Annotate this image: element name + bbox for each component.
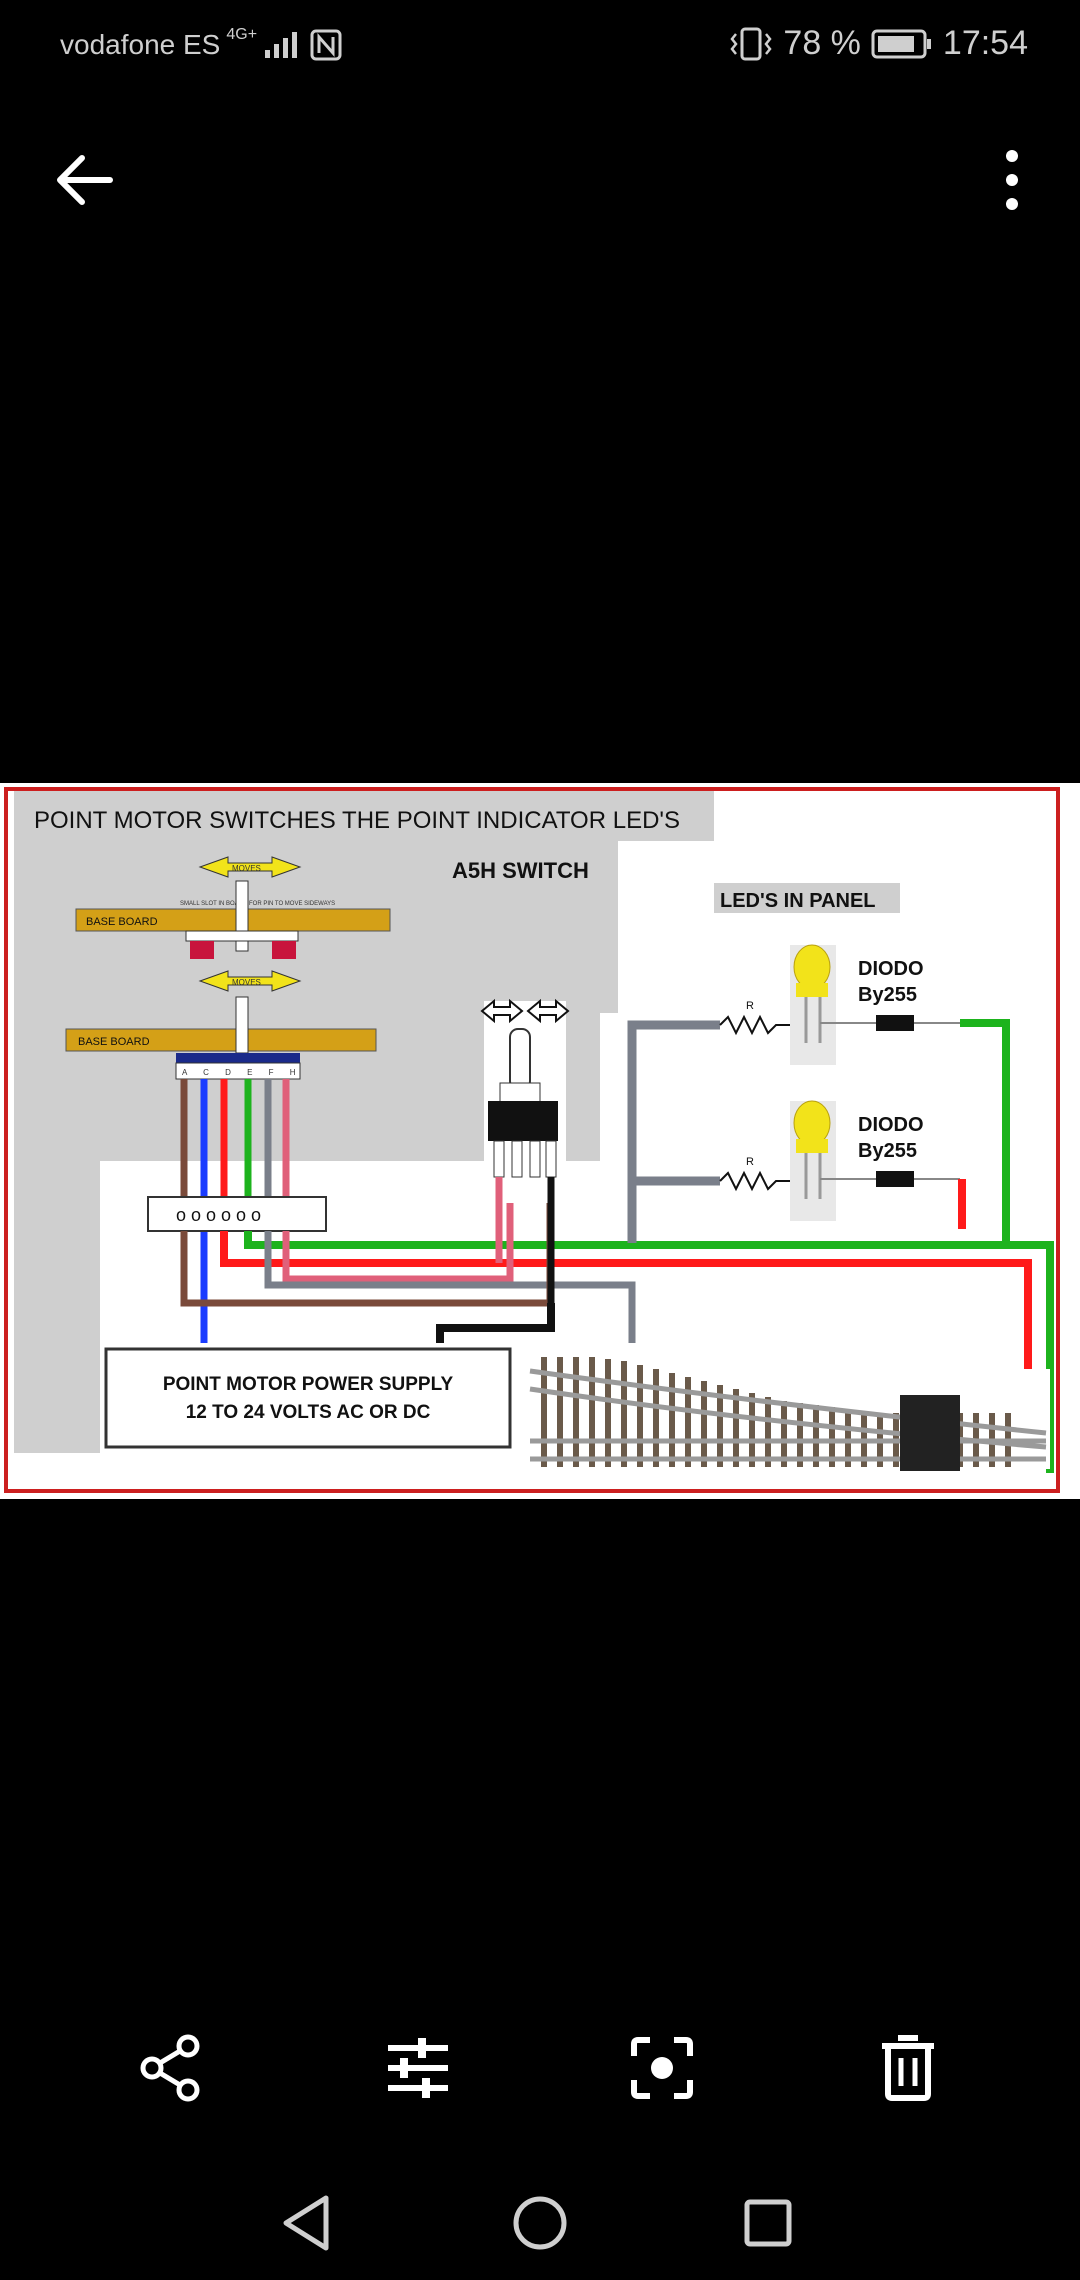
- nfc-icon: [310, 29, 342, 61]
- nav-back-button[interactable]: [272, 2188, 342, 2258]
- more-options-button[interactable]: [980, 144, 1044, 216]
- arrow-left-icon: [57, 155, 113, 205]
- status-bar: vodafone ES 4G+ 78 % 17:54: [0, 0, 1080, 92]
- diode-2-part: By255: [858, 1140, 917, 1162]
- terminal-block: [147, 1196, 327, 1232]
- moves-arrow-1: [198, 856, 302, 878]
- point-motor: [900, 1395, 960, 1471]
- diode-2-name: DIODO: [858, 1114, 924, 1136]
- diode-1-name: DIODO: [858, 958, 924, 980]
- nav-recents-icon: [744, 2199, 792, 2247]
- point-track: [529, 1357, 1050, 1471]
- base-board-1-label: BASE BOARD: [86, 916, 158, 928]
- carrier-name: vodafone ES: [60, 29, 221, 60]
- switch-body: [488, 1101, 558, 1141]
- motor-coil-left: [190, 941, 214, 959]
- resistor-1-label: R: [746, 1000, 754, 1012]
- photo-viewer-image[interactable]: POINT MOTOR SWITCHES THE POINT INDICATOR…: [0, 783, 1080, 1499]
- led-2: [793, 1100, 831, 1146]
- network-type: 4G+: [226, 26, 258, 43]
- leds-panel-label: LED'S IN PANEL: [720, 890, 876, 912]
- viewer-top-bar: [0, 92, 1080, 252]
- status-left: vodafone ES 4G+: [60, 26, 343, 62]
- share-button[interactable]: [132, 2028, 212, 2108]
- led-1: [793, 944, 831, 990]
- pin-labels: A C D E F H: [182, 1068, 303, 1077]
- trash-icon: [882, 2035, 934, 2101]
- delete-button[interactable]: [868, 2028, 948, 2108]
- lens-scan-icon: [631, 2037, 693, 2099]
- psu-line-1: POINT MOTOR POWER SUPPLY: [163, 1374, 454, 1395]
- wiring-diagram: POINT MOTOR SWITCHES THE POINT INDICATOR…: [0, 783, 1080, 1499]
- terminal-pins: o o o o o o: [176, 1205, 261, 1225]
- vibrate-icon: [730, 27, 773, 60]
- diode-1-part: By255: [858, 984, 917, 1006]
- nav-back-icon: [283, 2195, 329, 2251]
- nav-home-button[interactable]: [505, 2188, 575, 2258]
- more-vertical-icon: [1006, 150, 1018, 210]
- gray-panel: [14, 791, 618, 1453]
- battery-icon: [871, 29, 931, 58]
- diode-2: [876, 1171, 914, 1187]
- base-board-2: [65, 1028, 377, 1052]
- clock: 17:54: [942, 24, 1028, 62]
- switch-lever: [509, 1028, 531, 1090]
- share-icon: [140, 2034, 200, 2102]
- moves-label-2: MOVES: [232, 978, 261, 987]
- status-right: 78 % 17:54: [729, 24, 1028, 63]
- nav-home-icon: [513, 2196, 567, 2250]
- signal-icon: [265, 32, 298, 58]
- power-supply-box: [104, 1347, 512, 1449]
- diode-1: [876, 1015, 914, 1031]
- system-nav-bar: [0, 2160, 1080, 2280]
- resistor-2-label: R: [746, 1156, 754, 1168]
- edit-button[interactable]: [378, 2028, 458, 2108]
- moves-label-1: MOVES: [232, 864, 261, 873]
- battery-percent: 78 %: [783, 24, 861, 62]
- motor-coil-right: [272, 941, 296, 959]
- back-button[interactable]: [48, 144, 120, 216]
- bottom-toolbar: [0, 2010, 1080, 2120]
- nav-recents-button[interactable]: [733, 2188, 803, 2258]
- base-board-2-label: BASE BOARD: [78, 1036, 150, 1048]
- moves-arrow-2: [198, 970, 302, 992]
- psu-line-2: 12 TO 24 VOLTS AC OR DC: [186, 1402, 431, 1423]
- switch-label: A5H SWITCH: [452, 858, 589, 883]
- slot-note: SMALL SLOT IN BOARD FOR PIN TO MOVE SIDE…: [180, 901, 335, 907]
- diagram-title: POINT MOTOR SWITCHES THE POINT INDICATOR…: [34, 807, 680, 834]
- lens-button[interactable]: [622, 2028, 702, 2108]
- sliders-icon: [388, 2038, 448, 2098]
